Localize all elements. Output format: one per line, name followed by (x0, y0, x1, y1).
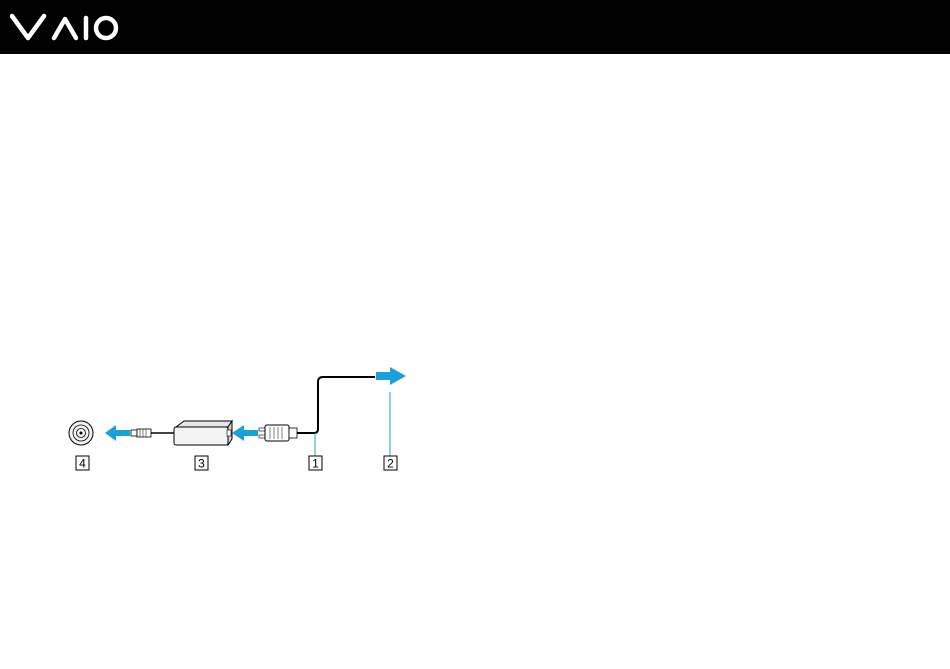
vaio-logo (10, 10, 120, 44)
power-cord-plug-icon (259, 425, 297, 441)
svg-text:3: 3 (198, 457, 205, 471)
arrow-to-port-icon (105, 425, 130, 441)
page-content: 4 3 1 2 (0, 54, 950, 669)
power-cord-icon (297, 377, 375, 433)
dc-in-port-icon (69, 421, 93, 445)
arrow-to-outlet-icon (376, 367, 406, 385)
svg-text:4: 4 (79, 457, 86, 471)
callout-4: 4 (76, 456, 89, 471)
dc-plug-icon (131, 429, 174, 437)
callout-2: 2 (384, 456, 397, 471)
svg-text:2: 2 (387, 457, 394, 471)
power-connection-diagram: 4 3 1 2 (0, 54, 950, 669)
header-bar (0, 0, 950, 54)
ac-adapter-icon (174, 421, 232, 445)
callout-3: 3 (195, 456, 208, 471)
callout-1: 1 (309, 456, 322, 471)
arrow-to-adapter-icon (232, 425, 258, 441)
svg-text:1: 1 (312, 457, 319, 471)
